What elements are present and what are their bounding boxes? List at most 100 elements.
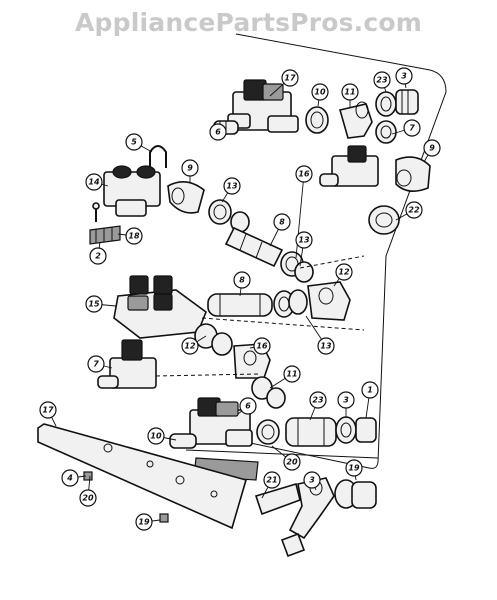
callout-number: 4	[66, 474, 73, 483]
callout-11: 11	[269, 365, 301, 389]
callout-11: 11	[341, 83, 359, 108]
fitting-6-lower	[169, 433, 197, 449]
callout-number: 19	[348, 464, 360, 473]
callout-bubble	[283, 365, 301, 383]
callout-12: 12	[333, 263, 353, 287]
callout-bubble	[273, 213, 291, 231]
elbow-11-top	[338, 101, 373, 139]
callout-bubble	[147, 427, 165, 445]
callout-number: 11	[344, 88, 355, 97]
callout-19: 19	[135, 513, 161, 531]
callout-bubble	[125, 133, 143, 151]
callout-bubble	[135, 513, 153, 531]
callout-number: 12	[184, 342, 196, 351]
callout-bubble	[209, 123, 227, 141]
callout-number: 15	[88, 300, 100, 309]
callout-10: 10	[147, 427, 177, 445]
callout-13: 13	[221, 177, 241, 203]
callout-bubble	[85, 295, 103, 313]
connector-3-bottom	[334, 479, 377, 509]
flow-line-upper	[299, 255, 365, 269]
callout-16: 16	[249, 337, 271, 355]
callout-number: 10	[314, 88, 326, 97]
callout-number: 3	[343, 396, 349, 405]
bracket-2	[89, 225, 121, 245]
callout-7: 7	[87, 355, 113, 373]
callout-number: 13	[226, 182, 238, 191]
callout-bubble	[303, 471, 321, 489]
callout-18: 18	[117, 227, 143, 245]
callout-bubble	[361, 381, 379, 399]
callout-number: 11	[286, 370, 297, 379]
callout-bubble	[79, 489, 97, 507]
mounting-plate-1	[37, 423, 247, 530]
callout-bubble	[181, 337, 199, 355]
callout-19: 19	[345, 459, 363, 481]
callout-8: 8	[269, 213, 291, 247]
callout-bubble	[85, 173, 103, 191]
callout-bubble	[263, 471, 281, 489]
tee-12	[307, 281, 351, 321]
callout-number: 6	[245, 402, 251, 411]
callout-number: 5	[131, 138, 137, 147]
clip-20-b	[159, 513, 169, 523]
nut-10-top	[305, 106, 329, 134]
elbow-9-top	[395, 156, 431, 192]
elbow-9-left	[167, 181, 205, 214]
callout-number: 6	[215, 128, 221, 137]
tube-8-upper	[224, 226, 284, 268]
callout-15: 15	[85, 295, 117, 313]
callout-bubble	[281, 69, 299, 87]
callout-number: 7	[409, 124, 415, 133]
callout-17: 17	[269, 69, 299, 97]
clip-5	[149, 145, 167, 168]
callout-number: 16	[256, 342, 268, 351]
nut-23-lower	[335, 416, 357, 444]
callout-7: 7	[391, 119, 421, 137]
valve-17-top	[227, 79, 299, 133]
callout-bubble	[395, 67, 413, 85]
callout-bubble	[405, 201, 423, 219]
valve-14	[103, 165, 161, 217]
callout-bubble	[125, 227, 143, 245]
callout-21: 21	[261, 471, 281, 499]
callout-number: 19	[138, 518, 150, 527]
callout-number: 17	[284, 74, 296, 83]
callout-6: 6	[237, 397, 257, 415]
subassembly-outline	[235, 33, 447, 469]
callout-number: 20	[286, 458, 298, 467]
valve-16-top	[319, 145, 379, 187]
nut-13-mid	[280, 251, 314, 283]
nut-13-upper	[208, 199, 232, 225]
callout-bubble	[39, 401, 57, 419]
valve-17-lower	[189, 397, 253, 447]
callout-number: 21	[266, 476, 277, 485]
callout-4: 4	[61, 469, 87, 487]
callout-number: 23	[376, 76, 388, 85]
callout-number: 14	[88, 178, 100, 187]
callout-number: 22	[408, 206, 420, 215]
callout-bubble	[87, 355, 105, 373]
callout-number: 13	[298, 236, 310, 245]
callout-17: 17	[39, 401, 57, 427]
callout-number: 23	[312, 396, 324, 405]
callout-bubble	[309, 391, 327, 409]
callout-3: 3	[395, 67, 413, 89]
callout-bubble	[311, 83, 329, 101]
callout-number: 13	[320, 342, 332, 351]
callout-3: 3	[303, 471, 321, 491]
callout-5: 5	[125, 133, 153, 153]
callout-9: 9	[423, 139, 441, 163]
callout-number: 3	[309, 476, 315, 485]
flow-line-mid	[201, 317, 365, 331]
callout-bubble	[341, 83, 359, 101]
callout-bubble	[283, 453, 301, 471]
callout-number: 12	[338, 268, 350, 277]
callout-bubble	[295, 165, 313, 183]
callout-bubble	[317, 337, 335, 355]
valve-16-lower	[97, 339, 157, 389]
callout-number: 2	[95, 252, 101, 261]
callout-number: 17	[42, 406, 54, 415]
